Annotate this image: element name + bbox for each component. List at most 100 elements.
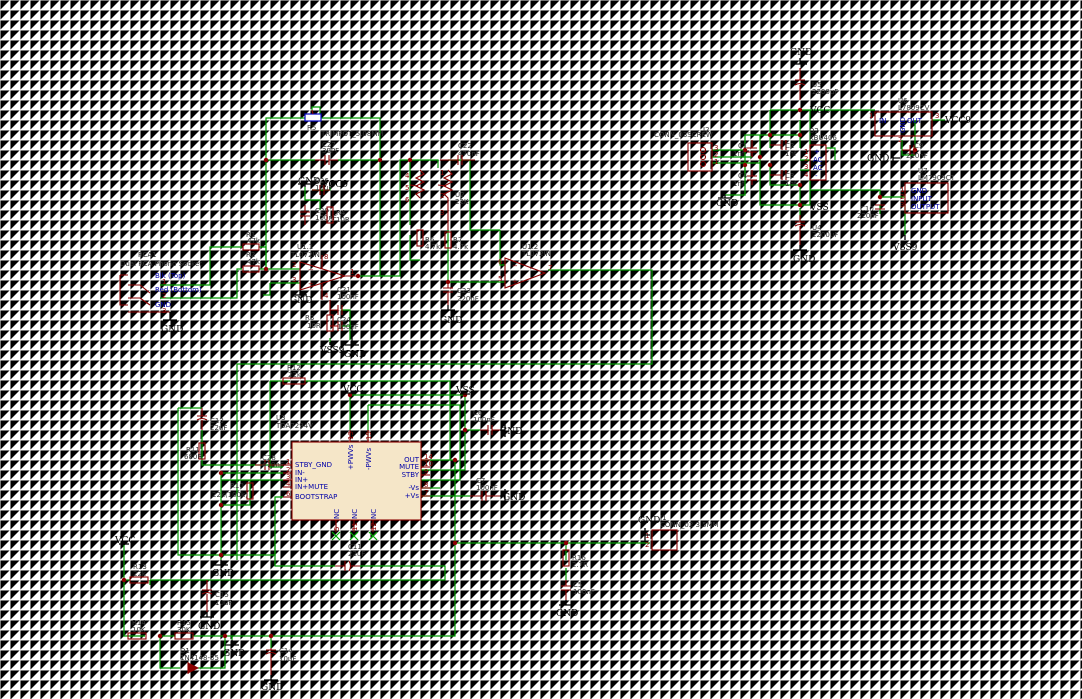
u2-potentiometer-left[interactable]: 4 5 6: [405, 169, 426, 204]
c26-capacitor[interactable]: C26 10uF: [312, 177, 332, 195]
gnd-label: GND: [867, 154, 889, 164]
u3-pin-num: 8: [424, 481, 428, 489]
c9-capacitor[interactable]: C9 220nF: [902, 142, 928, 160]
u6-regulator[interactable]: IN OUT GND 1 3 2 U6 L7809CV: [869, 97, 939, 144]
r1-ref: R1: [246, 231, 255, 239]
u6-pin3: 3: [935, 112, 939, 120]
gnd-label: GND: [344, 350, 366, 360]
d2-pin4: 4: [804, 171, 809, 179]
r14-resistor[interactable]: R14 10K: [127, 619, 147, 640]
u12-pin5: 5: [498, 275, 502, 283]
gnd-label: GND: [290, 296, 312, 306]
gnd-label: GND: [556, 609, 578, 619]
gnd-symbol: GND: [500, 489, 525, 503]
gnd-label: GND: [638, 516, 660, 526]
rca1-ref: RCA1: [138, 251, 157, 259]
junction-dots: [121, 107, 918, 639]
r10-resistor[interactable]: R10 22k(100k): [212, 482, 254, 500]
c7-ref: C7: [476, 477, 485, 485]
j2-pin3: 3: [714, 144, 718, 152]
c28-capacitor[interactable]: C28 470nF: [255, 454, 284, 470]
c15-capacitor[interactable]: C15 10uF: [201, 580, 232, 612]
r10-value: 22k(100k): [212, 491, 248, 499]
r11-resistor[interactable]: R11 680R: [184, 442, 206, 461]
u2-potentiometer-right[interactable]: 1 2 3 U2 22K: [437, 169, 469, 230]
u2a-pin-4: 4: [405, 172, 410, 180]
j2-value: CONN_03SCREW: [654, 131, 713, 139]
c14-capacitor[interactable]: C14 10uF: [265, 647, 296, 675]
rca1-connector[interactable]: RCA1 Dual RCA Phono Socket Blk (Top) 1 R…: [119, 251, 202, 315]
j1-output-connector[interactable]: J1 CONN_02 3.5MM 1 2: [645, 514, 719, 551]
u11-value: TL072IN: [290, 251, 320, 259]
gnd-symbol: GND: [298, 177, 320, 187]
u7-regulator[interactable]: GND INPUT OUTPUT 1 2 3 U7 LM7909CT: [900, 167, 956, 214]
vcc-label: VCC: [342, 385, 363, 395]
c6-capacitor[interactable]: C6 100nF: [473, 409, 500, 435]
d2-minus: -: [815, 172, 818, 180]
c27-capacitor[interactable]: C27 39PF: [315, 141, 339, 165]
u5-capacitor[interactable]: U5 2200uF: [794, 68, 838, 100]
c6-value: 100nF: [473, 416, 495, 424]
gnd-label: GND: [161, 325, 183, 335]
r5-trimpot[interactable]: R5 TRIMPOT_5.08MM: [304, 109, 383, 138]
r2-resistor[interactable]: R2 47k: [242, 251, 261, 273]
r7-resistor[interactable]: R7 4.7k: [444, 231, 469, 251]
c4-capacitor[interactable]: C4 1nf: [733, 170, 757, 188]
u7-value: LM7909CT: [918, 174, 956, 182]
r6-resistor[interactable]: R6 4.7k: [416, 229, 441, 251]
u12-value: TL072IN: [521, 250, 551, 258]
u1-2-opamp[interactable]: − + 6 5 7 U1.2 TL072IN: [498, 243, 552, 289]
u11-plus: +: [308, 280, 314, 288]
gnd-symbol: GND: [344, 326, 366, 360]
u3-pin-num: 11: [351, 522, 359, 531]
r14-value: 10K: [132, 626, 146, 634]
r1-resistor[interactable]: R1 47k: [242, 231, 261, 251]
gnd-symbol: GND: [290, 290, 312, 306]
u1-1-opamp[interactable]: − + 2 3 1 8 4 U1.1 TL072IN: [290, 243, 358, 300]
c27-value: 39PF: [322, 147, 339, 155]
c24-capacitor[interactable]: C24 100nF: [330, 316, 359, 331]
u12-ref: U1.2: [522, 243, 538, 251]
c7-capacitor[interactable]: C7 100nF: [470, 477, 500, 501]
r1-value: 47k: [247, 237, 261, 245]
d2-bridge-rectifier[interactable]: + AC AC - 1 2 3 4 D2 KBU406: [804, 127, 837, 181]
r13-resistor[interactable]: R13 22k: [129, 563, 149, 584]
c13-capacitor[interactable]: C13 22uF: [196, 408, 227, 432]
j2-connector[interactable]: 3 2 1 CONN_03SCREW J2: [654, 126, 718, 172]
c4-value: 1nf: [733, 180, 745, 188]
c2-capacitor[interactable]: C2 1nf: [770, 140, 797, 158]
gnd-label: GND: [212, 569, 234, 579]
c22-capacitor[interactable]: C22 470nF: [440, 142, 480, 165]
c3-capacitor[interactable]: C3 1nf: [770, 170, 797, 188]
j1-ref: J1: [659, 514, 667, 522]
u4-capacitor[interactable]: U4 2200uF: [794, 215, 838, 245]
r12-resistor[interactable]: R12 22k: [282, 364, 306, 385]
u2-value: 22K: [455, 198, 469, 206]
gnd-symbol: GND: [212, 560, 234, 579]
c11-capacitor[interactable]: C11 22uF: [335, 543, 365, 572]
c23-capacitor[interactable]: C23 220nF: [443, 282, 479, 305]
c5-capacitor[interactable]: C5 100nF: [561, 580, 595, 600]
c21-capacitor[interactable]: C21 100nF: [330, 286, 359, 315]
u2b-pin-3: 3: [440, 209, 444, 217]
c20-capacitor[interactable]: C20 100nF: [300, 205, 337, 225]
u7-pin2: 2: [900, 193, 904, 201]
j2-pin1: 1: [714, 158, 718, 166]
c10-capacitor[interactable]: C10 220nF: [857, 204, 885, 220]
d1-diode[interactable]: D1 1N4148-35: [180, 647, 219, 674]
r16-resistor[interactable]: R16 2.7R: [562, 549, 588, 569]
r3-resistor[interactable]: R3 10R: [305, 300, 334, 332]
c26-ref: C26: [315, 177, 329, 185]
u3-pin-name: BOOTSTRAP: [295, 493, 337, 501]
c1-capacitor[interactable]: C1 1nf: [733, 140, 757, 158]
gnd-symbol: GND: [261, 675, 283, 693]
u12-pin6: 6: [498, 258, 503, 266]
r4-resistor[interactable]: R4 10R: [326, 206, 350, 224]
gnd-symbol: GND: [223, 640, 245, 659]
r15-resistor[interactable]: R15 30K: [174, 619, 194, 640]
c11-value: 22uF: [348, 550, 365, 558]
nc-markers: [331, 531, 378, 541]
r16-ref: R16: [572, 554, 586, 562]
